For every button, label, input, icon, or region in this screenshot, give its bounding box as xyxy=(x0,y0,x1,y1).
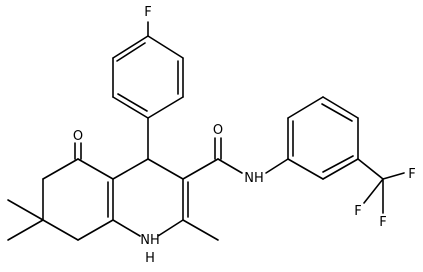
cf3-f-top-label: F xyxy=(354,204,361,219)
cf3-f-bottom-label: F xyxy=(379,215,386,230)
ring-nh-h-label: H xyxy=(145,251,155,266)
amide-nh-label: NH xyxy=(244,171,264,186)
cf3-f-right-label: F xyxy=(408,167,415,182)
amide-oxygen-label: O xyxy=(213,123,223,138)
fluoro-label: F xyxy=(144,5,151,20)
bond-lines xyxy=(7,21,405,241)
ketone-oxygen-label: O xyxy=(73,129,83,144)
ring-nh-label: NH xyxy=(140,233,160,248)
atom-labels: F O O NH NH H F F F xyxy=(73,5,416,266)
